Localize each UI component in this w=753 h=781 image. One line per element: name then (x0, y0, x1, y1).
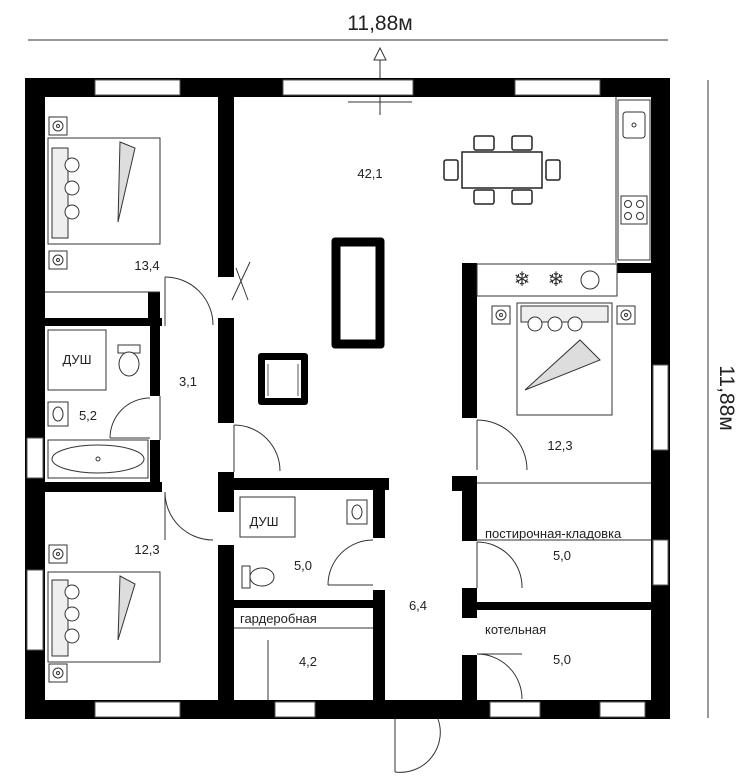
svg-text:❄: ❄ (548, 269, 565, 291)
kitchen-lower-counter: ❄ ❄ (476, 263, 618, 297)
bed-icon (47, 571, 161, 663)
door-swing-icon (109, 397, 151, 439)
chair-icon (443, 159, 459, 181)
chair-icon (473, 135, 495, 151)
door-swing-icon (394, 718, 441, 773)
area-laundry-storage: 5,0 (553, 548, 571, 563)
dining-table-icon (443, 135, 561, 205)
area-bedroom-right: 12,3 (547, 438, 572, 453)
nightstand-lamp-icon (48, 544, 68, 564)
chair-icon (473, 189, 495, 205)
window-icon (274, 701, 316, 718)
sink-icon (346, 499, 368, 525)
kitchen-counter (617, 99, 651, 261)
door-swing-icon (476, 541, 523, 589)
toilet-icon (117, 344, 141, 377)
sofa-icon (331, 237, 385, 349)
doors (109, 276, 528, 773)
dimension-right: 11,88м (707, 80, 738, 718)
shower-tray (239, 496, 296, 538)
window-icon (599, 701, 646, 718)
nightstand-lamp-icon (48, 116, 68, 136)
room-name-boiler: котельная (485, 622, 546, 637)
window-icon (94, 701, 181, 718)
svg-text:❄: ❄ (514, 269, 531, 291)
dimension-height-label: 11,88м (715, 365, 738, 430)
nightstand-lamp-icon (48, 250, 68, 270)
window-icon (26, 569, 44, 651)
area-bath-center: 5,0 (294, 558, 312, 573)
chair-icon (545, 159, 561, 181)
room-name-wardrobe: гардеробная (240, 611, 317, 626)
area-wardrobe: 4,2 (299, 654, 317, 669)
room-name-laundry-storage: постирочная-кладовка (485, 526, 622, 541)
sink-icon (47, 401, 69, 427)
window-icon (652, 539, 669, 586)
area-boiler: 5,0 (553, 652, 571, 667)
area-hall-small: 3,1 (179, 374, 197, 389)
area-bath-left: 5,2 (79, 408, 97, 423)
shower-tray (47, 329, 107, 391)
window-icon (282, 79, 414, 96)
window-icon (26, 437, 44, 479)
bathtub-icon (47, 439, 149, 479)
bed-icon (516, 302, 613, 416)
armchair-icon (258, 353, 308, 405)
nightstand-lamp-icon (48, 663, 68, 683)
door-swing-icon (327, 539, 374, 586)
window-icon (652, 364, 669, 451)
bed-icon (47, 137, 161, 245)
area-corridor: 6,4 (409, 598, 427, 613)
windows (26, 79, 669, 718)
coat-rack-icon (231, 261, 251, 301)
area-bedroom-bottom-left: 12,3 (134, 542, 159, 557)
dimension-width-label: 11,88м (347, 12, 412, 35)
window-icon (489, 701, 541, 718)
door-swing-icon (164, 491, 214, 541)
dimension-top: 11,88м (28, 12, 668, 41)
nightstand-lamp-icon (616, 305, 636, 325)
room-name-bath-left: ДУШ (62, 352, 91, 367)
chair-icon (511, 135, 533, 151)
door-swing-icon (164, 276, 214, 326)
door-swing-icon (233, 424, 281, 472)
area-living-kitchen: 42,1 (357, 166, 382, 181)
toilet-icon (241, 565, 275, 589)
stove-icon (620, 195, 648, 225)
room-name-bath-center: ДУШ (249, 514, 278, 529)
nightstand-lamp-icon (491, 305, 511, 325)
window-icon (94, 79, 181, 96)
sink-icon (622, 111, 646, 139)
area-bedroom-top-left: 13,4 (134, 258, 159, 273)
chair-icon (511, 189, 533, 205)
door-swing-icon (476, 419, 528, 471)
window-icon (514, 79, 601, 96)
room-lines (45, 97, 651, 700)
door-swing-icon (476, 653, 523, 700)
